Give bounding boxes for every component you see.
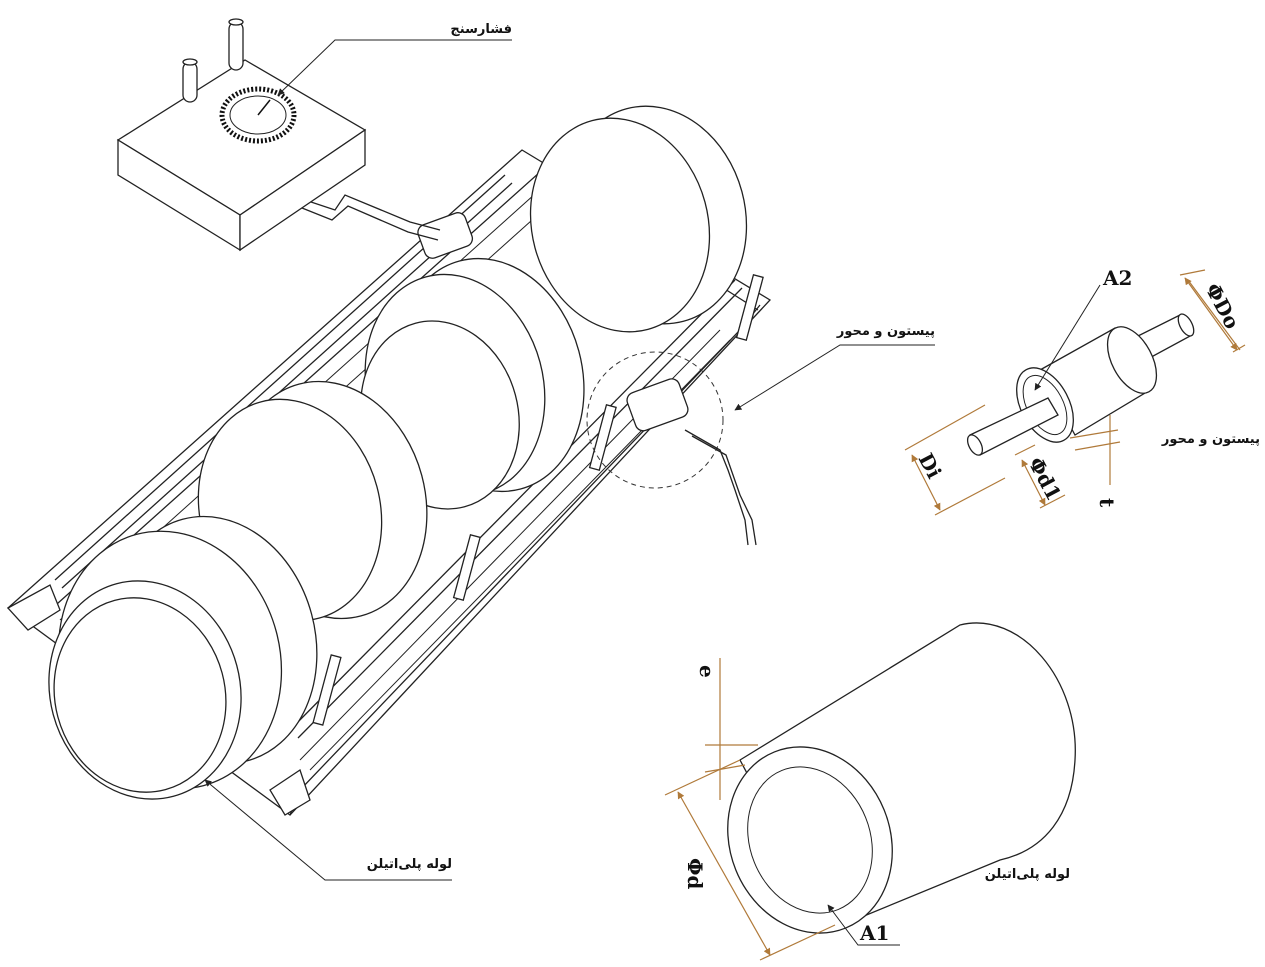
dimension-di: Di bbox=[914, 449, 947, 483]
gauge-label-group: فشارسنج bbox=[277, 22, 512, 96]
dimension-d: Φd bbox=[683, 858, 707, 889]
dimension-a1: A1 bbox=[859, 921, 889, 945]
piston-axis-label: پیستون و محور bbox=[836, 324, 935, 339]
pipe-dimensions bbox=[664, 658, 900, 961]
apparatus-piston-assembly bbox=[417, 212, 757, 546]
pressure-gauge-label: فشارسنج bbox=[450, 22, 512, 37]
piston-label-group: پیستون و محور bbox=[734, 324, 935, 411]
piston-axis-detail-label: پیستون و محور bbox=[1161, 432, 1260, 447]
dimension-t: t bbox=[1095, 498, 1119, 508]
dimension-a2: A2 bbox=[1102, 266, 1132, 290]
pe-pipe-label-group: لوله پلی‌اتیلن bbox=[204, 779, 452, 881]
pe-pipe-label: لوله پلی‌اتیلن bbox=[367, 857, 452, 872]
dimension-e: e bbox=[695, 665, 719, 678]
gauge-hose bbox=[289, 194, 441, 241]
pe-pipe-detail-label: لوله پلی‌اتیلن bbox=[985, 867, 1070, 882]
piston-detail bbox=[966, 313, 1195, 456]
dimension-d1: Φd1 bbox=[1024, 453, 1066, 504]
pressure-gauge-dial bbox=[219, 86, 297, 144]
pipe-detail bbox=[727, 622, 1076, 934]
apparatus-clamp-rings bbox=[48, 105, 748, 800]
piston-dimensions bbox=[904, 269, 1246, 516]
apparatus-posts bbox=[312, 274, 764, 726]
